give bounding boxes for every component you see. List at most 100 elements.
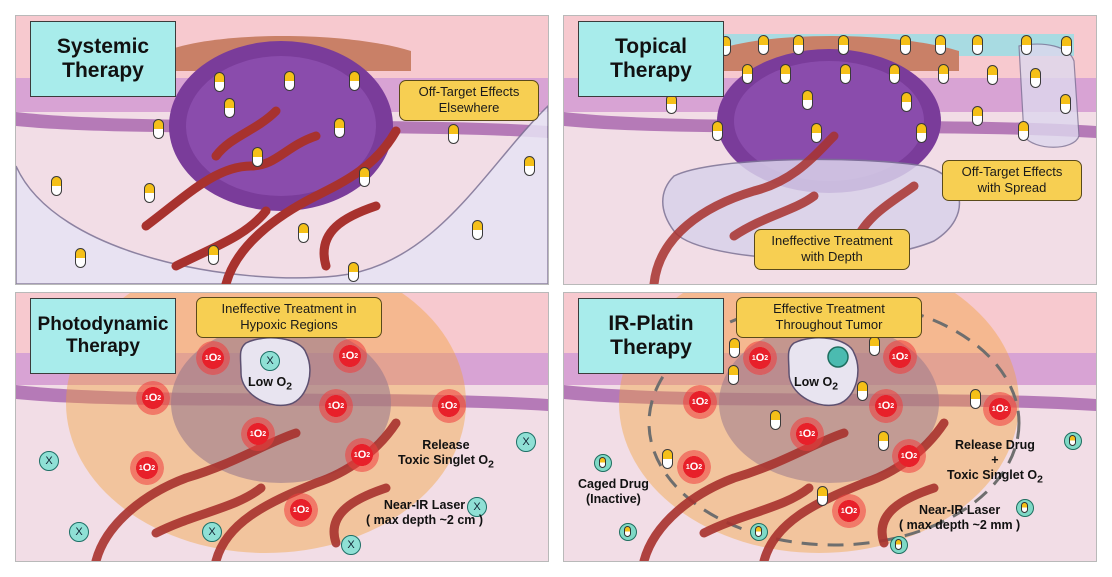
irplatin-laser-label: Near-IR Laser ( max depth ~2 mm ) [899,503,1021,532]
drug-pill [869,336,880,356]
drug-pill [1061,36,1072,56]
irplatin-release-label: Release Drug + Toxic Singlet O2 [947,438,1043,486]
drug-pill [208,245,219,265]
drug-pill [811,123,822,143]
drug-pill [878,431,889,451]
systemic-illustration [16,16,548,284]
drug-pill [889,64,900,84]
drug-pill [334,118,345,138]
irplatin-effective-callout: Effective Treatment Throughout Tumor [736,297,922,338]
caged-drug-icon [890,536,908,554]
topical-off-target-callout: Off-Target Effects with Spread [942,160,1082,201]
drug-pill [970,389,981,409]
drug-pill [662,449,673,469]
drug-pill [729,338,740,358]
drug-pill [298,223,309,243]
drug-pill [359,167,370,187]
photodynamic-release-label: Release Toxic Singlet O2 [398,438,494,471]
drug-pill [780,64,791,84]
photodynamic-laser-label: Near-IR Laser ( max depth ~2 cm ) [366,498,484,527]
x-mark-icon: X [39,451,59,471]
caged-drug-icon [750,523,768,541]
drug-pill [1030,68,1041,88]
drug-pill [742,64,753,84]
irplatin-caged-drug-label: Caged Drug (Inactive) [578,477,649,506]
caged-drug-icon [619,523,637,541]
drug-pill [802,90,813,110]
drug-pill [1021,35,1032,55]
drug-pill [916,123,927,143]
drug-pill [817,486,828,506]
drug-pill [348,262,359,282]
photodynamic-hypoxic-callout: Ineffective Treatment in Hypoxic Regions [196,297,382,338]
x-mark-icon: X [467,497,487,517]
caged-drug-icon [1016,499,1034,517]
drug-pill [938,64,949,84]
drug-pill [448,124,459,144]
drug-pill [935,35,946,55]
x-mark-icon: X [341,535,361,555]
drug-pill [758,35,769,55]
caged-drug-icon [594,454,612,472]
irplatin-low-o2-label: Low O2 [794,375,838,393]
caged-drug-icon [1064,432,1082,450]
drug-pill [770,410,781,430]
topical-depth-callout: Ineffective Treatment with Depth [754,229,910,270]
drug-pill [900,35,911,55]
drug-pill [284,71,295,91]
drug-pill [524,156,535,176]
x-mark-icon: X [69,522,89,542]
drug-pill [712,121,723,141]
drug-pill [857,381,868,401]
drug-pill [793,35,804,55]
drug-pill [840,64,851,84]
drug-pill [901,92,912,112]
photodynamic-low-o2-label: Low O2 [248,375,292,393]
drug-pill [144,183,155,203]
drug-pill [224,98,235,118]
drug-pill [51,176,62,196]
drug-pill [1018,121,1029,141]
drug-pill [153,119,164,139]
x-mark-icon: X [202,522,222,542]
x-mark-icon: X [516,432,536,452]
drug-pill [252,147,263,167]
drug-pill [75,248,86,268]
drug-pill [972,106,983,126]
drug-pill [728,365,739,385]
drug-pill [349,71,360,91]
drug-pill [472,220,483,240]
drug-pill [987,65,998,85]
drug-pill [214,72,225,92]
drug-pill [972,35,983,55]
drug-pill [838,35,849,55]
drug-pill [666,94,677,114]
systemic-off-target-callout: Off-Target Effects Elsewhere [399,80,539,121]
